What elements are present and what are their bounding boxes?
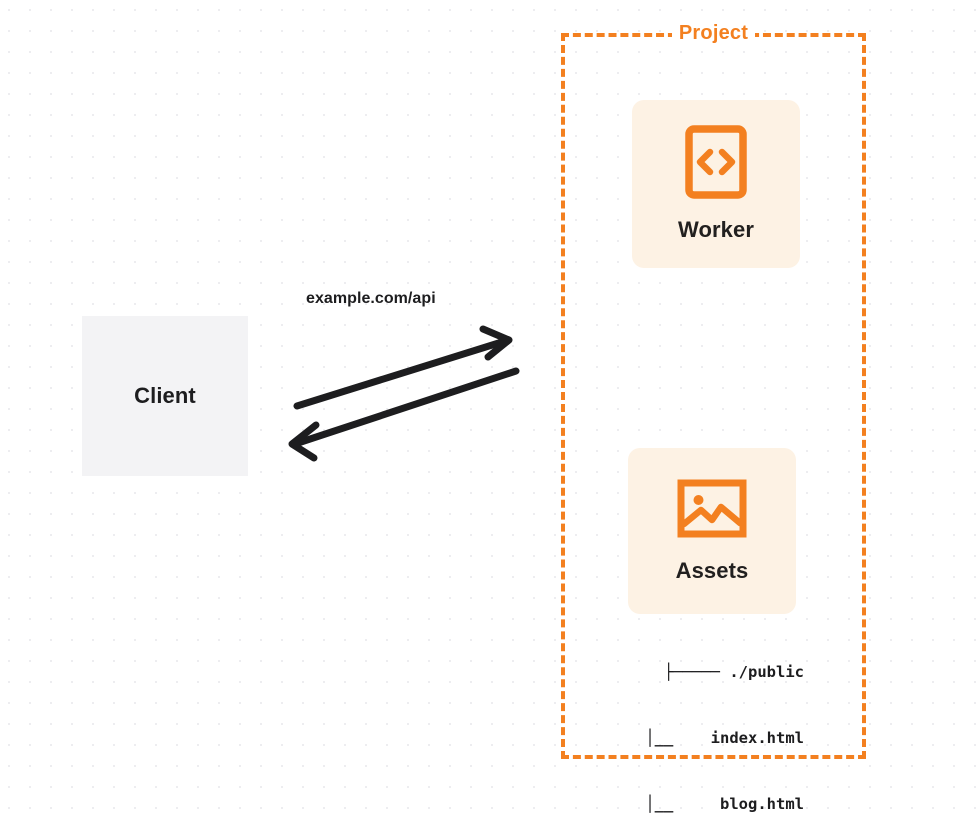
file-tree-row: │__ blog.html <box>626 795 804 813</box>
response-arrow <box>288 367 520 462</box>
client-label: Client <box>134 383 196 408</box>
file-tree-row: │__ index.html <box>626 729 804 747</box>
worker-card[interactable]: Worker <box>632 100 800 268</box>
worker-card-label: Worker <box>678 217 754 242</box>
assets-file-tree: ├───── ./public │__ index.html │__ blog.… <box>604 617 804 818</box>
client-box[interactable]: Client <box>82 316 248 476</box>
code-brackets-icon <box>685 125 747 199</box>
connection-label: example.com/api <box>306 290 436 307</box>
assets-card[interactable]: Assets <box>628 448 796 614</box>
file-tree-row: ├───── ./public <box>664 663 804 681</box>
image-icon <box>677 479 747 538</box>
project-label-text: Project <box>671 22 756 44</box>
assets-card-label: Assets <box>675 557 749 583</box>
request-arrow <box>293 325 513 410</box>
project-label: Project <box>561 18 866 48</box>
